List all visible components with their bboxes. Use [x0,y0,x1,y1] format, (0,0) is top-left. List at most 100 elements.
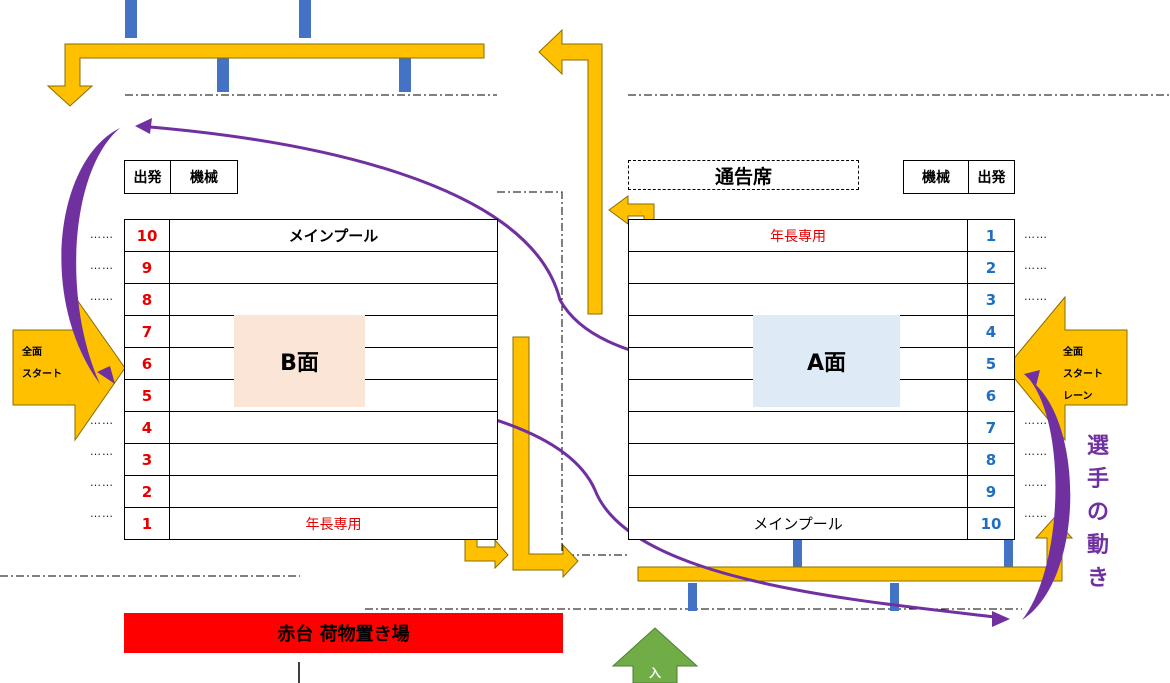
b-header-machine: 機械 [190,170,218,186]
entrance-label: 入 [648,666,661,680]
dots: …… [90,228,114,241]
lane-number: 6 [967,379,1015,412]
entrance-arrow [611,627,699,683]
table-row: 8 [124,283,498,316]
b-header-start: 出発 [125,161,171,193]
right-start-line: 全面 [1063,347,1083,358]
dots: …… [1024,259,1048,272]
lane-number: 10 [967,507,1015,540]
table-row: 7 [628,411,1015,444]
lane-number: 7 [124,315,170,348]
post [125,0,137,38]
table-row: 8 [628,443,1015,476]
lane-number: 10 [124,219,170,252]
left-start-line: スタート [22,369,62,380]
dots: …… [1024,290,1048,303]
right-start-label: 全面 スタート レーン [1063,342,1103,408]
swimmer-arrowheads [97,118,1040,627]
lane-number: 3 [967,283,1015,316]
arrow-top-left [46,43,485,107]
lane-number: 4 [967,315,1015,348]
motion-char: き [1086,566,1109,591]
lane-number: 4 [124,411,170,444]
table-row: 3 [124,443,498,476]
a-top-label: 年長専用 [628,219,968,252]
boundary-middle [497,191,628,556]
dots: …… [90,507,114,520]
dots: …… [1024,507,1048,520]
motion-char: 動 [1086,533,1109,558]
post [299,0,311,38]
lane-number: 1 [124,507,170,540]
table-row: 9 [628,475,1015,508]
lane-number: 6 [124,347,170,380]
lane-number: 8 [124,283,170,316]
arrow-center-down [512,336,579,579]
left-crescent [61,128,120,384]
lane-number: 8 [967,443,1015,476]
arrowhead [135,118,152,134]
post [890,583,899,611]
lane-number: 5 [967,347,1015,380]
dots: …… [1024,414,1048,427]
right-crescent [1022,380,1071,620]
dots: …… [90,259,114,272]
announcer-box: 通告席 [628,160,859,190]
b-top-label: メインプール [169,219,498,252]
arrowhead [992,611,1010,627]
post [793,536,802,569]
post [217,58,229,92]
lane-number: 2 [967,251,1015,284]
dots: …… [90,476,114,489]
post [1004,536,1013,569]
dots: …… [1024,445,1048,458]
arrowhead [1024,370,1040,386]
swimmer-motion-label: 選 手 の 動 き [1085,430,1111,595]
dots: …… [90,290,114,303]
arrowhead [97,366,115,384]
a-header-start: 出発 [977,170,1006,186]
post [688,583,697,611]
lane-number: 2 [124,475,170,508]
post [399,58,411,92]
dots: …… [1024,228,1048,241]
right-start-line: スタート [1063,369,1103,380]
arrow-center-up [538,28,603,315]
dots: …… [90,414,114,427]
left-start-label: 全面 スタート [22,342,62,386]
boundary-lines [0,94,1170,610]
dots: …… [90,445,114,458]
a-header: 機械 出発 [903,160,1015,194]
motion-char: 選 [1086,434,1109,459]
table-row: 2 [124,475,498,508]
table-row: 2 [628,251,1015,284]
lane-number: 3 [124,443,170,476]
table-row: 9 [124,251,498,284]
left-start-line: 全面 [22,347,42,358]
lane-number: 5 [124,379,170,412]
motion-char: の [1086,500,1109,525]
lane-number: 7 [967,411,1015,444]
b-bottom-label: 年長専用 [169,507,498,540]
posts [125,0,1013,611]
right-start-line: レーン [1063,391,1093,402]
table-row: 4 [124,411,498,444]
arrow-right-start [1005,295,1128,442]
lane-number: 9 [967,475,1015,508]
baggage-area: 赤台 荷物置き場 [124,613,563,653]
a-header-machine: 機械 [904,161,969,193]
lane-number: 9 [124,251,170,284]
a-bottom-label: メインプール [628,507,968,540]
lane-number: 1 [967,219,1015,252]
dots: …… [1024,476,1048,489]
b-face: B面 [234,315,365,407]
motion-char: 手 [1086,467,1109,492]
table-row: 3 [628,283,1015,316]
a-face: A面 [753,315,900,407]
b-header: 出発 機械 [124,160,238,194]
